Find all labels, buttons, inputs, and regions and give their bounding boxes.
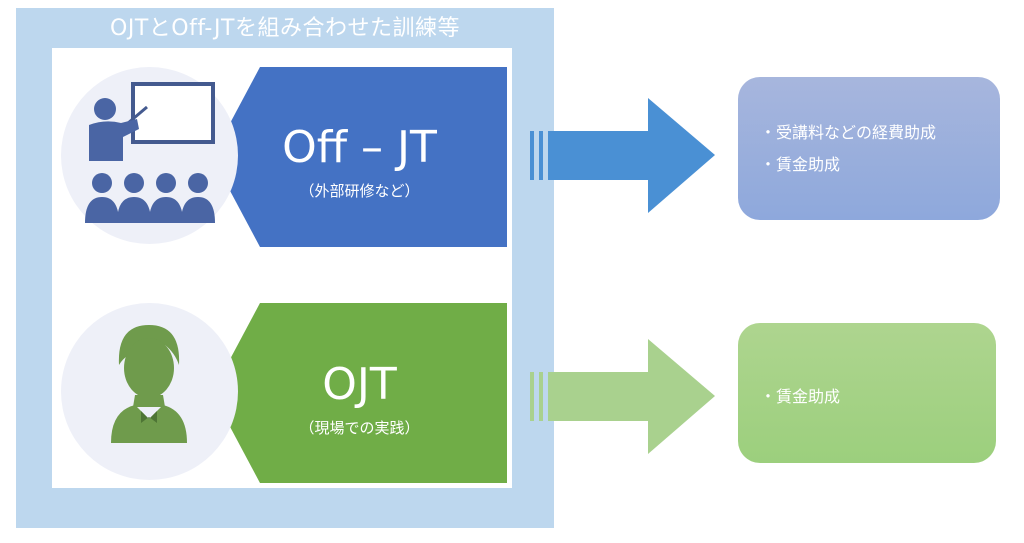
teacher-presentation-icon [85,82,215,223]
offjt-sublabel: （外部研修など） [299,182,420,200]
offjt-benefit-2: ・賃金助成 [760,155,841,174]
ojt-label: OJT [322,359,397,410]
ojt-sublabel: （現場での実践） [299,419,420,437]
offjt-label: Off – JT [282,122,437,173]
ojt-arrow [530,339,715,454]
diagram-title: OJTとOff-JTを組み合わせた訓練等 [110,16,460,41]
offjt-benefits-box: ・受講料などの経費助成 ・賃金助成 [738,77,1000,220]
ojt-benefits-box: ・賃金助成 [738,323,996,463]
ojt-label-group: OJT （現場での実践） [212,363,507,436]
offjt-label-group: Off – JT （外部研修など） [212,126,507,199]
offjt-arrow [530,98,715,213]
offjt-benefit-1: ・受講料などの経費助成 [760,123,937,142]
ojt-benefit-1: ・賃金助成 [760,387,841,406]
offjt-banner [212,67,507,247]
ojt-banner [212,303,507,483]
worker-person-icon [111,325,187,443]
